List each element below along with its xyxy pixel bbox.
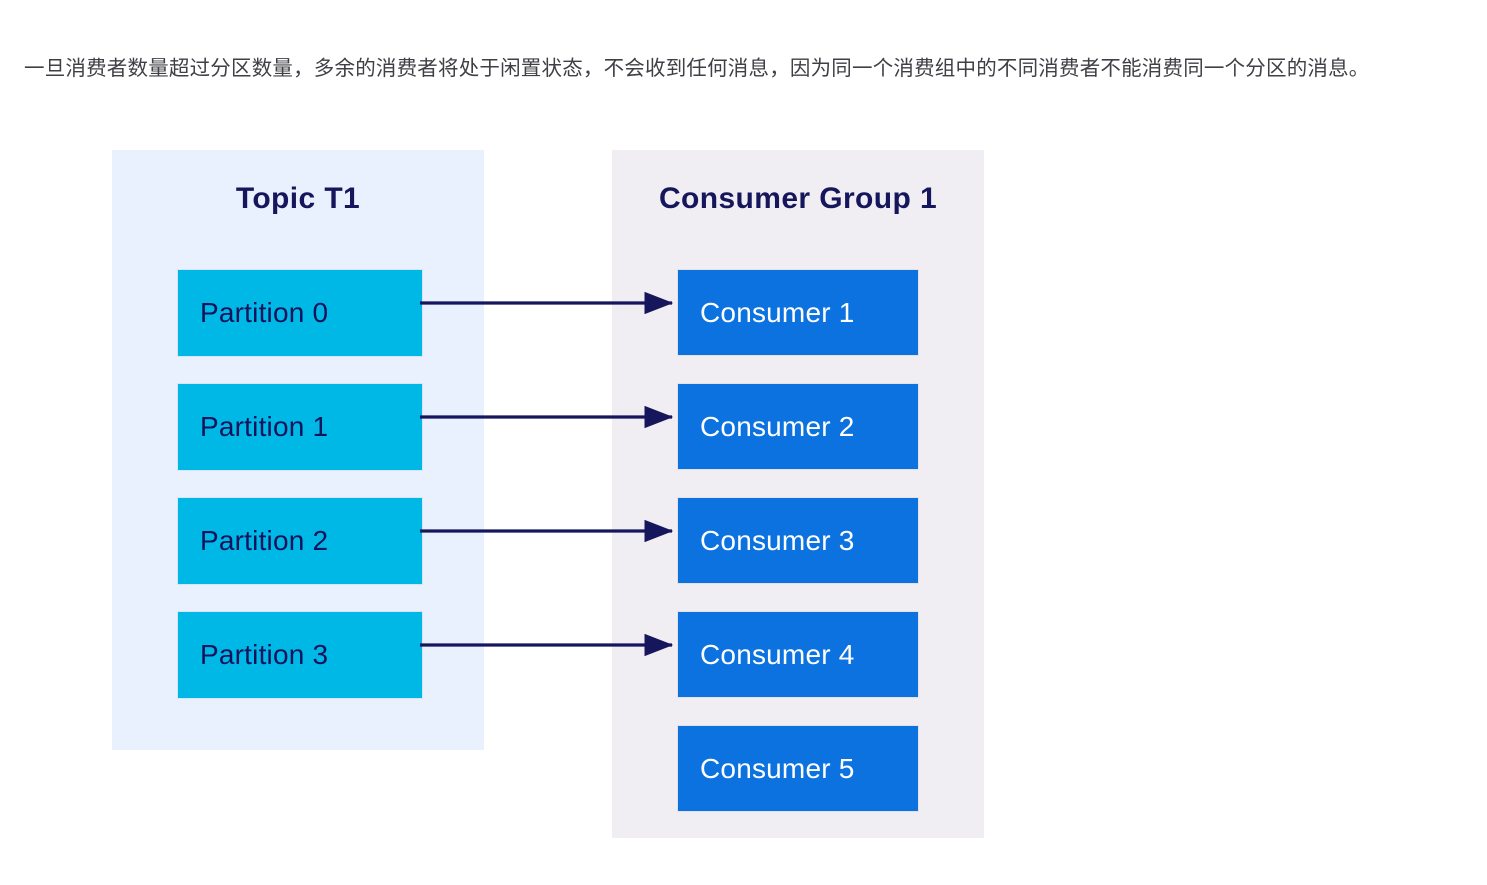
partition-node-1: Partition 1 xyxy=(178,384,422,470)
consumer-node-3: Consumer 3 xyxy=(678,498,918,583)
consumer-group-panel-title: Consumer Group 1 xyxy=(658,182,938,215)
topic-panel: Topic T1 Partition 0 Partition 1 Partiti… xyxy=(112,150,484,750)
consumer-node-4: Consumer 4 xyxy=(678,612,918,697)
partition-node-2: Partition 2 xyxy=(178,498,422,584)
consumer-node-1: Consumer 1 xyxy=(678,270,918,355)
topic-panel-title: Topic T1 xyxy=(235,182,361,215)
partition-node-0: Partition 0 xyxy=(178,270,422,356)
consumer-node-2: Consumer 2 xyxy=(678,384,918,469)
partition-node-3: Partition 3 xyxy=(178,612,422,698)
kafka-partition-consumer-diagram: Topic T1 Partition 0 Partition 1 Partiti… xyxy=(0,140,1487,850)
body-paragraph: 一旦消费者数量超过分区数量，多余的消费者将处于闲置状态，不会收到任何消息，因为同… xyxy=(24,56,1370,80)
consumer-node-5-idle: Consumer 5 xyxy=(678,726,918,811)
consumer-group-panel: Consumer Group 1 Consumer 1 Consumer 2 C… xyxy=(612,150,984,838)
